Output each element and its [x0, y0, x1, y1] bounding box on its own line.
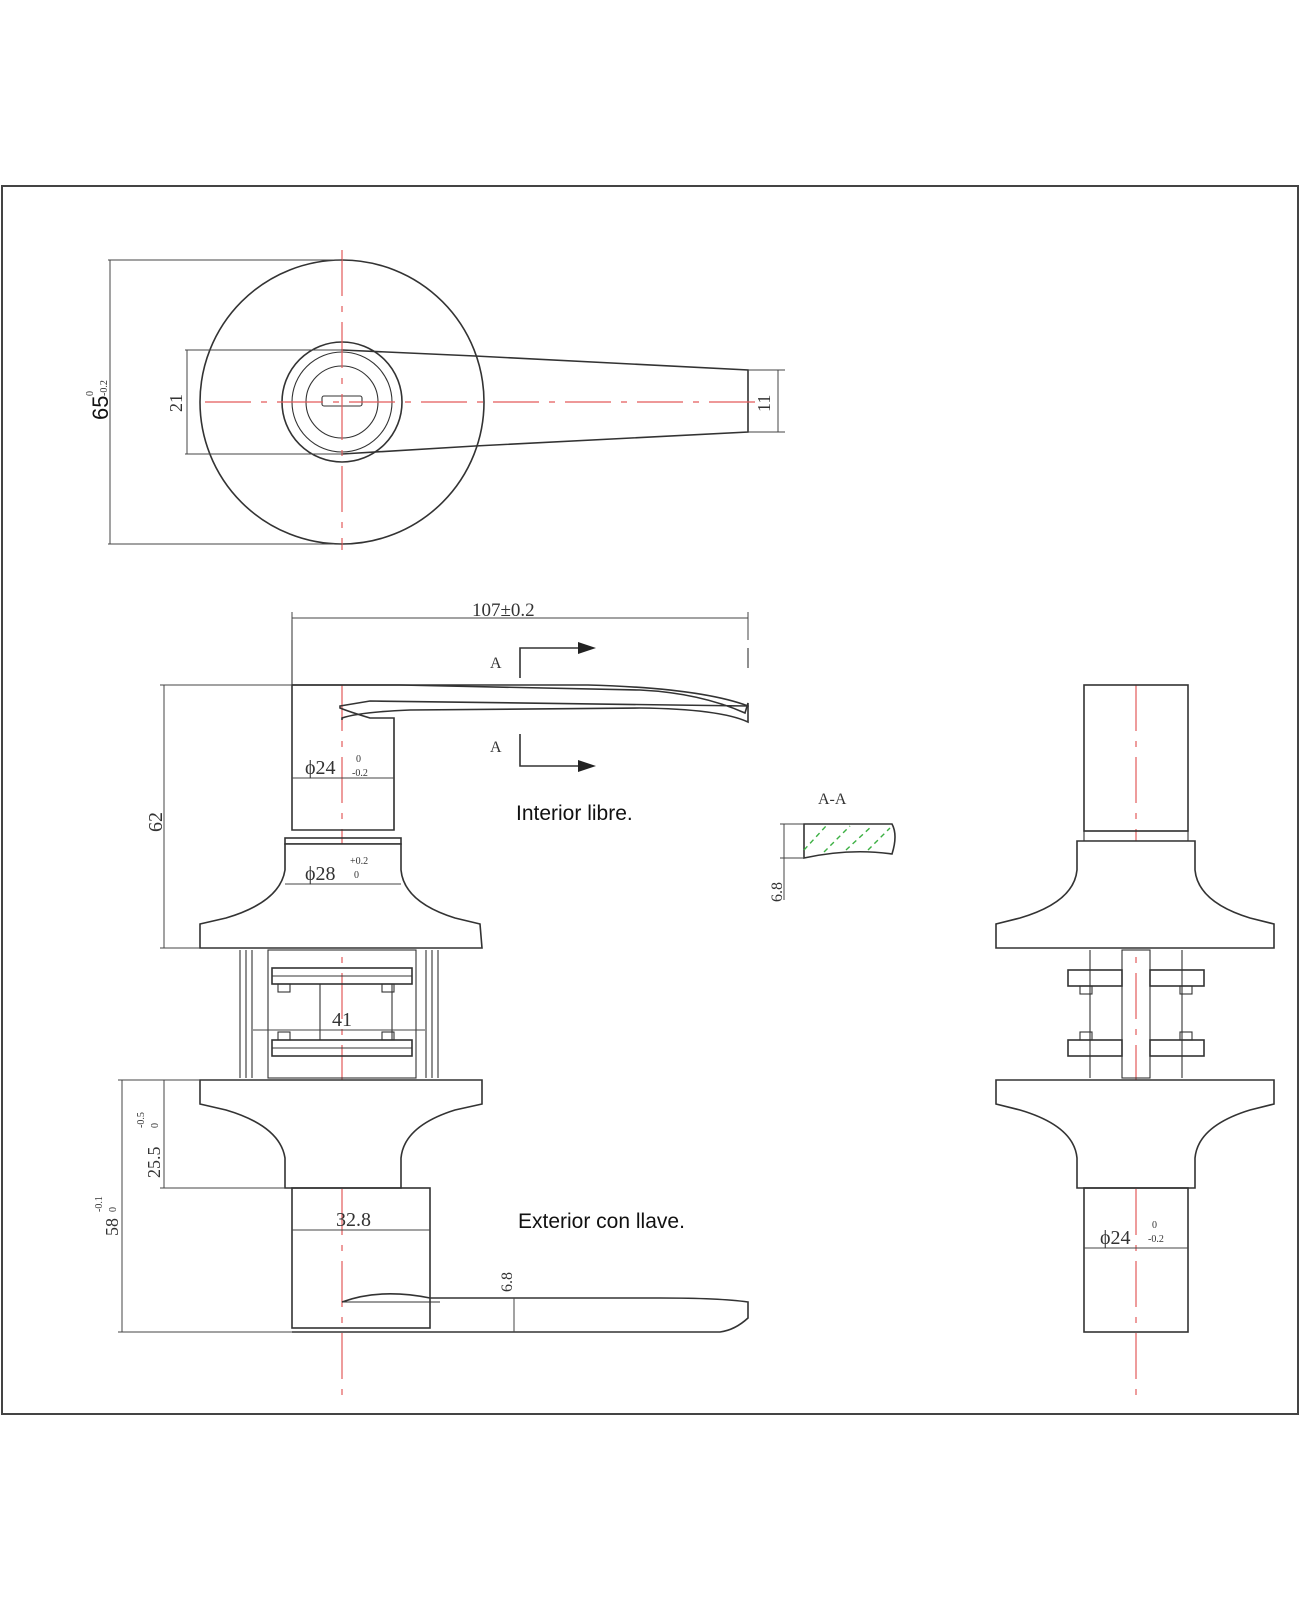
neck-base: [284, 837, 402, 845]
dim-rose-height-tol-lower: 0: [150, 1123, 161, 1128]
side-view: [995, 684, 1275, 1395]
dim-side-neck-tol-upper: 0: [1152, 1220, 1157, 1231]
front-view: 41: [199, 620, 749, 1395]
dim-lever-thickness: 6.8: [499, 1272, 516, 1292]
dim-neck-diameter: ϕ24: [305, 757, 336, 779]
dim-exterior-height-tol-upper: -0.1: [94, 1196, 105, 1212]
dim-base-tol-upper: +0.2: [350, 856, 368, 867]
drawing-border: [1, 185, 1299, 1415]
side-cylinder: [1083, 1187, 1189, 1333]
interior-lever: [291, 684, 749, 831]
dim-door-thickness: 41: [332, 1009, 352, 1031]
exterior-label: Exterior con llave.: [518, 1210, 685, 1233]
dim-rose-tol-upper: 0: [85, 391, 96, 396]
section-title: A-A: [818, 791, 847, 808]
side-interior-rose: [995, 840, 1275, 949]
dim-rose-diameter: 65: [88, 396, 113, 420]
cylinder-body: [291, 1187, 431, 1329]
dim-lever-tip: 11: [754, 395, 774, 412]
interior-rose: [199, 843, 483, 949]
section-markers: [519, 642, 596, 772]
dim-rose-tol-lower: -0.2: [99, 380, 110, 396]
front-dimensions: [118, 612, 749, 1333]
door-chassis: [239, 949, 439, 1079]
exterior-lever: [292, 1293, 749, 1333]
dim-base-tol-lower: 0: [354, 870, 359, 881]
section-marker-bottom: A: [490, 739, 502, 756]
dim-exterior-height-tol-lower: 0: [108, 1207, 119, 1212]
dim-exterior-height: 58: [102, 1218, 122, 1236]
dim-side-neck-tol-lower: -0.2: [1148, 1234, 1164, 1245]
top-lever-outline: [341, 349, 749, 455]
dim-base-diameter: ϕ28: [305, 863, 336, 885]
top-view: [108, 250, 785, 550]
dim-neck-tol-lower: -0.2: [352, 768, 368, 779]
section-marker-top: A: [490, 655, 502, 672]
side-exterior-rose: [995, 1079, 1275, 1189]
dim-interior-height: 62: [145, 812, 167, 832]
dim-lever-root: 21: [166, 394, 186, 412]
dim-section-thickness: 6.8: [769, 882, 786, 902]
dim-cylinder-width: 32.8: [336, 1209, 371, 1231]
dim-side-neck: ϕ24: [1100, 1227, 1131, 1249]
exterior-rose: [199, 1079, 483, 1189]
dim-rose-height: 25.5: [144, 1147, 164, 1179]
dim-lever-length: 107±0.2: [472, 600, 535, 621]
dim-rose-height-tol-upper: -0.5: [136, 1112, 147, 1128]
section-aa: [780, 823, 896, 900]
interior-label: Interior libre.: [516, 802, 633, 825]
dim-neck-tol-upper: 0: [356, 754, 361, 765]
